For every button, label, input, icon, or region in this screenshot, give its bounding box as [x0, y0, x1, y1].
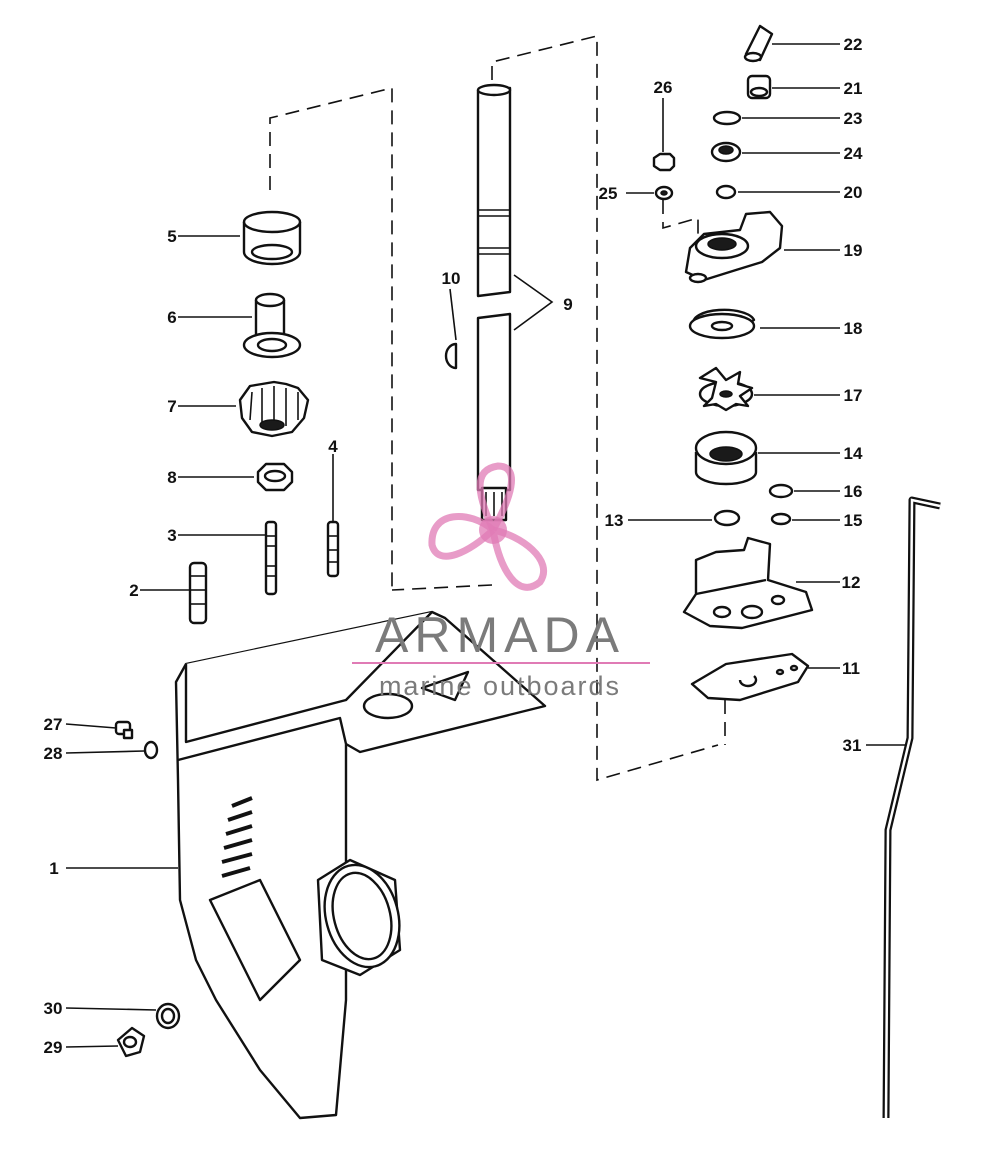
callout-19: 19: [844, 241, 863, 260]
callout-17: 17: [844, 386, 863, 405]
driveshaft-part: [476, 83, 512, 522]
washer-part-25: [654, 185, 674, 201]
seal-ring-part-13: [713, 509, 741, 527]
watermark-tagline: marine outboards: [379, 671, 621, 701]
gasket-part-18: [688, 308, 756, 340]
callout-9: 9: [563, 295, 572, 314]
callout-11: 11: [842, 659, 860, 678]
water-tube-part: [882, 496, 941, 1119]
callout-31: 31: [843, 736, 862, 755]
callout-3: 3: [167, 526, 176, 545]
callout-2: 2: [129, 581, 138, 600]
seal-ring-part-15: [770, 512, 792, 526]
callout-7: 7: [167, 397, 176, 416]
grommet-part-20: [715, 184, 737, 200]
seal-part-24: [710, 141, 742, 163]
callout-16: 16: [844, 482, 863, 501]
callout-15: 15: [844, 511, 863, 530]
propeller-icon: [428, 462, 547, 591]
callout-12: 12: [842, 573, 861, 592]
callout-1: 1: [49, 859, 58, 878]
vent-slots: [221, 796, 253, 878]
callout-24: 24: [844, 144, 863, 163]
gasket-part-11: [690, 652, 810, 702]
callout-14: 14: [844, 444, 863, 463]
stud-part-3: [264, 520, 278, 596]
callout-29: 29: [44, 1038, 63, 1057]
callout-20: 20: [844, 183, 863, 202]
water-pump-base-part: [682, 536, 814, 630]
callout-27: 27: [44, 715, 63, 734]
stud-part-2: [188, 561, 208, 625]
nut-part-26: [652, 152, 676, 172]
callout-4: 4: [328, 437, 338, 456]
pump-liner-part: [694, 430, 758, 486]
gear-housing-part: [174, 610, 547, 1120]
callout-18: 18: [844, 319, 863, 338]
woodruff-key-part: [444, 342, 458, 370]
washer-part-28: [143, 740, 159, 760]
callout-13: 13: [605, 511, 624, 530]
callout-5: 5: [167, 227, 176, 246]
screw-part-27: [114, 720, 134, 740]
callout-21: 21: [844, 79, 863, 98]
impeller-part: [698, 366, 754, 412]
callout-numbers: 1 2 3 4 5 6 7 8 9 10 11 12 13 14 15 16 1…: [44, 35, 863, 1057]
grommet-part-21: [746, 74, 772, 100]
callout-leader-lines: [65, 43, 906, 1048]
watermark-brand: ARMADA: [375, 607, 625, 663]
pinion-gear-part: [238, 380, 310, 438]
assembly-guide-lines: [269, 34, 726, 782]
stud-part-4: [326, 520, 340, 578]
callout-10: 10: [442, 269, 461, 288]
washer-part-30: [155, 1002, 181, 1030]
tube-tip-part: [743, 24, 774, 63]
plug-part-29: [116, 1026, 146, 1058]
callout-28: 28: [44, 744, 63, 763]
bushing-part: [242, 292, 302, 359]
callout-30: 30: [44, 999, 63, 1018]
callout-8: 8: [167, 468, 176, 487]
seal-ring-part-16: [768, 483, 794, 499]
callout-23: 23: [844, 109, 863, 128]
o-ring-part-23: [712, 110, 742, 126]
bearing-cup-part: [242, 210, 302, 266]
callout-6: 6: [167, 308, 176, 327]
nut-part: [256, 462, 294, 492]
callout-25: 25: [599, 184, 618, 203]
callout-26: 26: [654, 78, 673, 97]
watermark: ARMADA marine outboards: [352, 462, 650, 701]
water-pump-cover-part: [684, 210, 784, 284]
callout-22: 22: [844, 35, 863, 54]
